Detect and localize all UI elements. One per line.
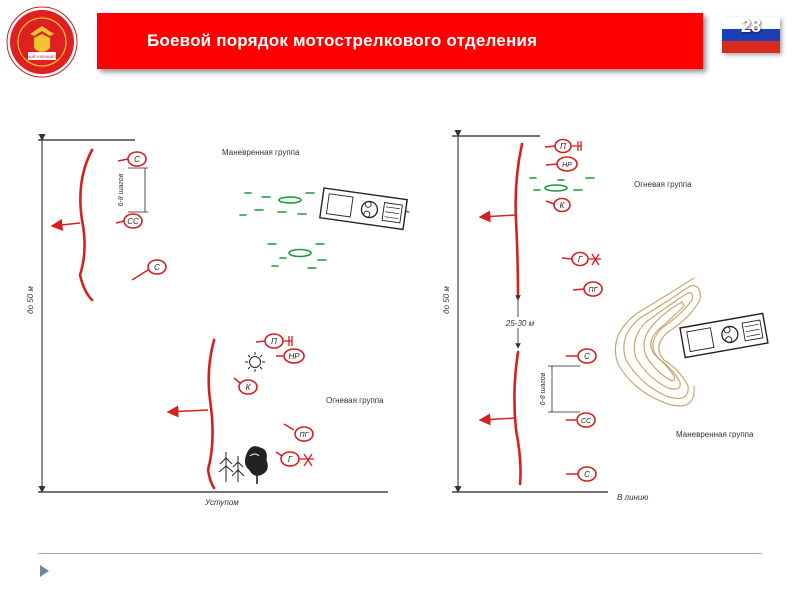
trench-line xyxy=(78,148,94,302)
play-triangle-icon[interactable] xyxy=(40,565,49,577)
svg-text:С: С xyxy=(584,470,590,479)
direction-arrow xyxy=(166,405,209,418)
marker-grenade-launcher: ПГ xyxy=(283,423,314,442)
page-title: Боевой порядок мотострелкового отделения xyxy=(147,31,538,50)
marker-grenade-launcher: ПГ xyxy=(572,281,603,297)
left-diagram: до 50 м 6-8 шагов С СС С Маневренная гру… xyxy=(26,134,410,507)
svg-text:Г: Г xyxy=(288,455,293,464)
direction-arrow xyxy=(478,413,517,426)
cover-vegetation xyxy=(239,192,327,269)
left-maneuver-group-label: Маневренная группа xyxy=(222,148,300,157)
svg-text:СС: СС xyxy=(127,217,139,226)
svg-text:НР: НР xyxy=(562,162,572,169)
marker-gun-crew: НР xyxy=(545,156,578,172)
marker-senior-rifleman: СС xyxy=(115,213,143,229)
svg-text:СС: СС xyxy=(581,418,592,425)
right-fire-group-label: Огневая группа xyxy=(634,180,692,189)
svg-text:С: С xyxy=(584,352,590,361)
cover-vegetation xyxy=(529,177,595,192)
bmp-vehicle-icon xyxy=(319,187,410,231)
svg-text:К: К xyxy=(246,383,252,392)
svg-text:НР: НР xyxy=(288,352,300,361)
svg-text:Г: Г xyxy=(578,255,583,264)
russian-flag-icon xyxy=(722,17,780,53)
right-gap-label: 25-30 м xyxy=(505,319,535,328)
tree-icon xyxy=(218,452,245,482)
marker-rifleman: С xyxy=(131,259,167,281)
marker-gun-crew: НР xyxy=(276,348,305,364)
right-step-label: 6-8 шагов xyxy=(540,372,547,405)
svg-text:ПГ: ПГ xyxy=(300,432,310,439)
marker-machine-gunner: П xyxy=(544,138,582,154)
svg-text:С: С xyxy=(134,155,140,164)
left-step-label: 6-8 шагов xyxy=(118,173,125,206)
page-number: 28 xyxy=(740,16,762,36)
direction-arrow xyxy=(478,210,517,223)
footer-divider xyxy=(38,553,762,554)
trench-line xyxy=(206,338,216,490)
trench-line xyxy=(513,350,522,486)
right-maneuver-group-label: Маневренная группа xyxy=(676,430,754,439)
deciduous-tree-icon xyxy=(244,446,268,484)
right-diagram: до 50 м 25-30 м 6-8 шагов П НР xyxy=(442,130,769,502)
marker-machine-gunner: П xyxy=(255,333,293,349)
logo-label-box xyxy=(28,52,56,60)
marker-commander: К xyxy=(233,377,258,395)
marker-senior-rifleman: СС xyxy=(566,412,596,428)
marker-commander: К xyxy=(545,197,571,213)
hill-contour xyxy=(614,277,701,407)
svg-text:К: К xyxy=(560,201,566,210)
marker-rifleman: С xyxy=(117,151,147,167)
marker-rifleman: С xyxy=(566,348,597,364)
svg-text:С: С xyxy=(154,263,160,272)
marker-grenadier: Г xyxy=(275,451,314,467)
sun-shrub-icon xyxy=(245,352,265,372)
right-distance-label: до 50 м xyxy=(442,286,451,314)
left-caption: Уступом xyxy=(204,498,239,507)
svg-text:П: П xyxy=(560,142,566,151)
title-bar: Боевой порядок мотострелкового отделения xyxy=(97,13,703,69)
marker-rifleman: С xyxy=(566,466,597,482)
emblem-logo: ВОЕННЫЙ УЧЕБНЫЙ ЦЕНТР xyxy=(6,6,78,78)
right-caption: В линию xyxy=(617,493,648,502)
left-distance-label: до 50 м xyxy=(26,286,35,314)
direction-arrow xyxy=(50,218,81,231)
trench-line xyxy=(514,142,524,298)
svg-text:ПГ: ПГ xyxy=(589,287,599,294)
svg-text:П: П xyxy=(271,337,277,346)
bmp-vehicle-icon xyxy=(679,312,769,359)
left-fire-group-label: Огневая группа xyxy=(326,396,384,405)
logo-label: ВОЕННЫЙ УЧЕБНЫЙ ЦЕНТР xyxy=(17,55,68,59)
marker-grenadier: Г xyxy=(561,251,601,267)
